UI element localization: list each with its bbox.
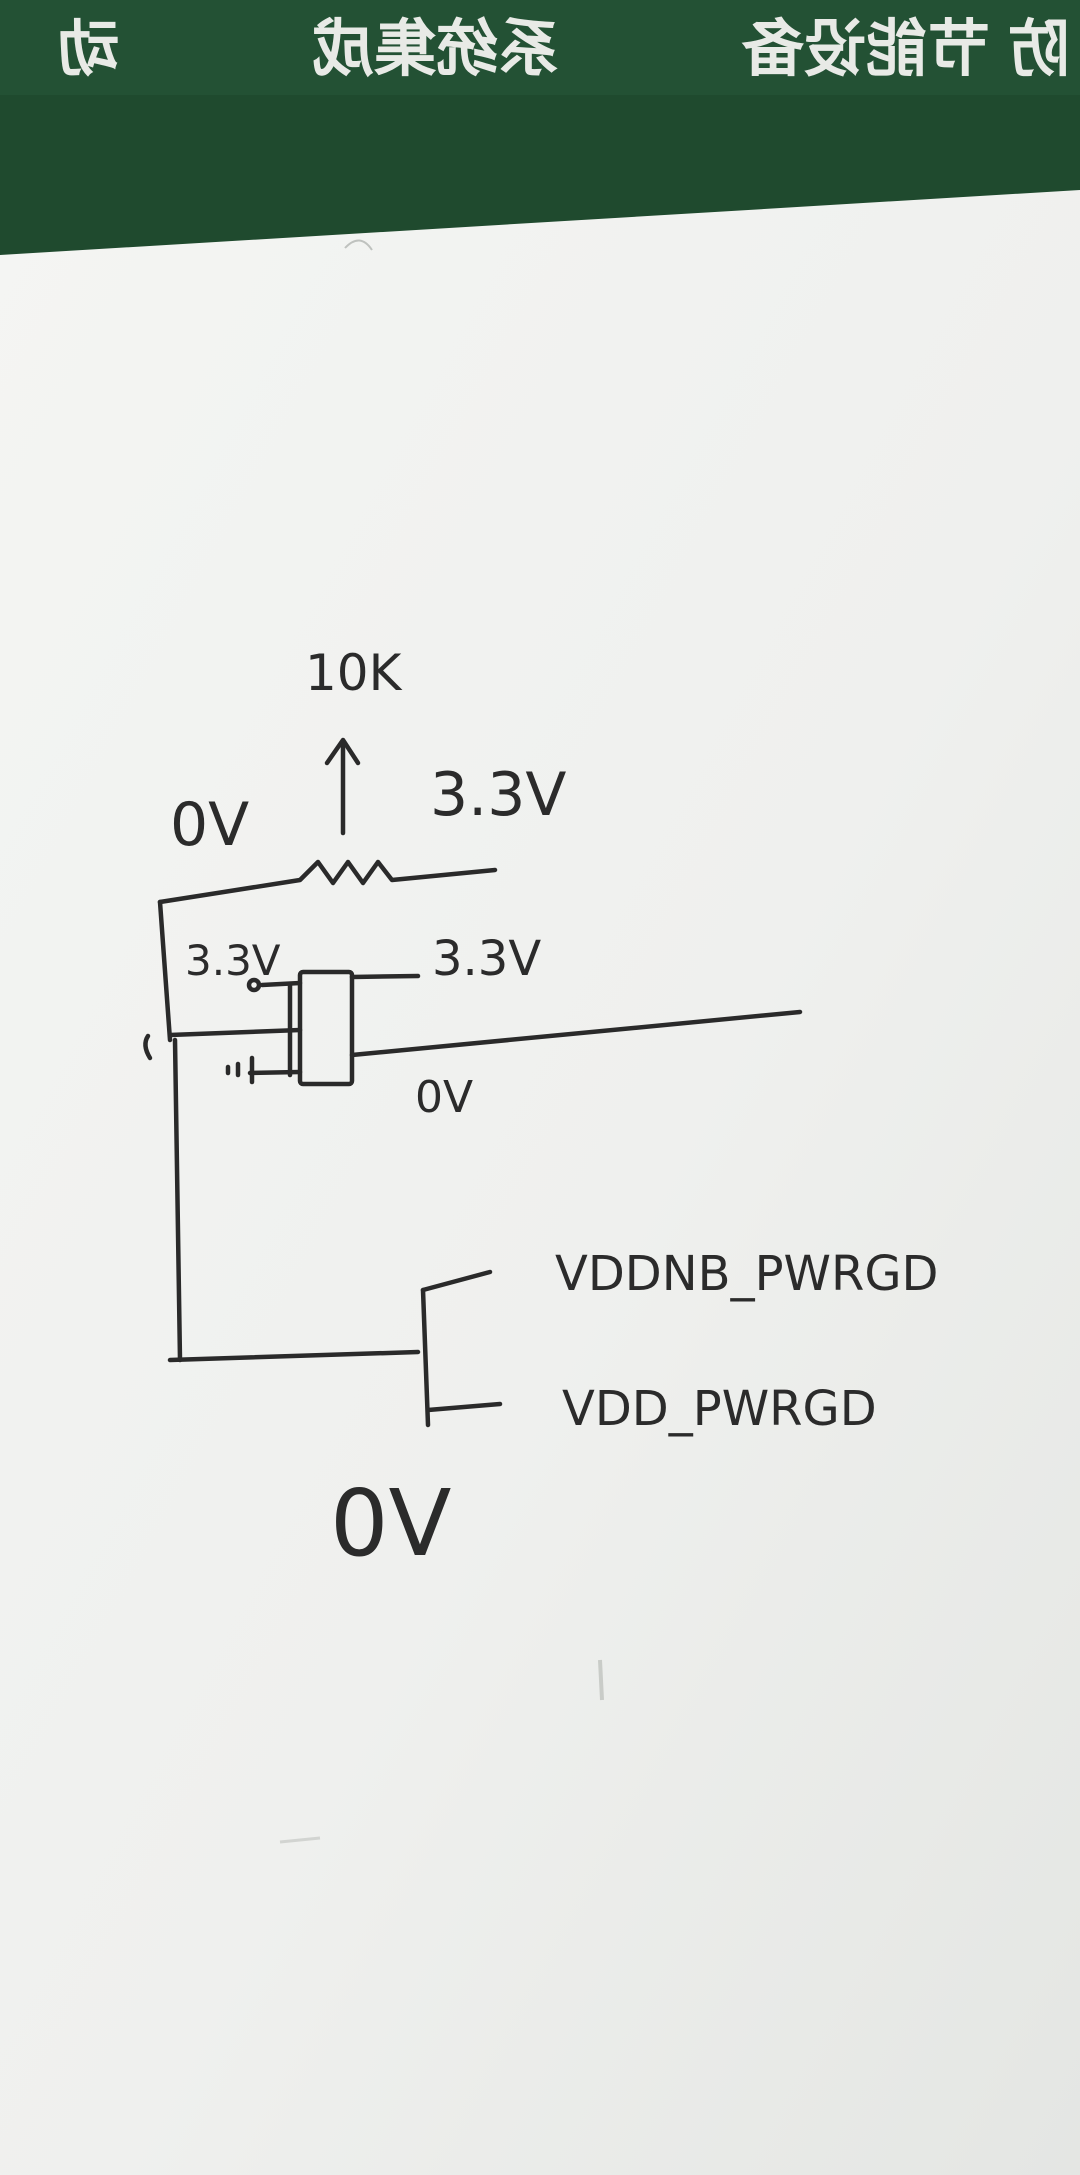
rail-mark xyxy=(143,1033,153,1061)
switch-top-lead xyxy=(349,973,421,980)
ground-label: 0V xyxy=(330,1470,452,1577)
pot-right-label: 3.3V xyxy=(430,760,566,830)
paper-wrinkle xyxy=(344,239,373,251)
sign-text-1: 防 xyxy=(1008,12,1070,85)
switch-terminal-icon xyxy=(246,977,262,993)
sign-text-3: 系统集成 xyxy=(312,12,560,85)
left-rail-top xyxy=(157,899,173,1043)
switch-right-top-label: 3.3V xyxy=(432,931,541,987)
paper-sheet xyxy=(0,190,1080,2175)
paper-mark xyxy=(598,1659,604,1701)
background-sign-highlight xyxy=(0,0,1080,95)
output-bus xyxy=(420,1287,431,1428)
switch-top-stub xyxy=(259,980,303,988)
left-rail xyxy=(172,1037,183,1363)
schematic xyxy=(143,737,803,1428)
bottom-wire xyxy=(167,1349,421,1363)
sign-text-2: 节能设备 xyxy=(741,12,990,85)
signal-line xyxy=(349,1009,803,1058)
pot-left-label: 0V xyxy=(170,790,249,860)
output-bottom-label: VDD_PWRGD xyxy=(562,1381,877,1437)
switch-left-label: 3.3V xyxy=(185,936,281,985)
output-bottom-lead xyxy=(425,1401,503,1413)
resistor-symbol xyxy=(157,859,498,905)
switch-ground-lead xyxy=(247,1069,303,1076)
paper-mark-2 xyxy=(279,1836,321,1844)
output-top-lead xyxy=(420,1269,493,1293)
switch-right-bottom-label: 0V xyxy=(415,1072,473,1123)
sign-text-4: 动 xyxy=(58,12,120,85)
sign-text-group: 防 节能设备 系统集成 动 xyxy=(58,12,1070,85)
output-top-label: VDDNB_PWRGD xyxy=(555,1246,939,1302)
switch-left-lead xyxy=(167,1027,303,1038)
resistor-value-label: 10K xyxy=(305,644,403,702)
wiper-arrow-icon xyxy=(324,737,361,766)
